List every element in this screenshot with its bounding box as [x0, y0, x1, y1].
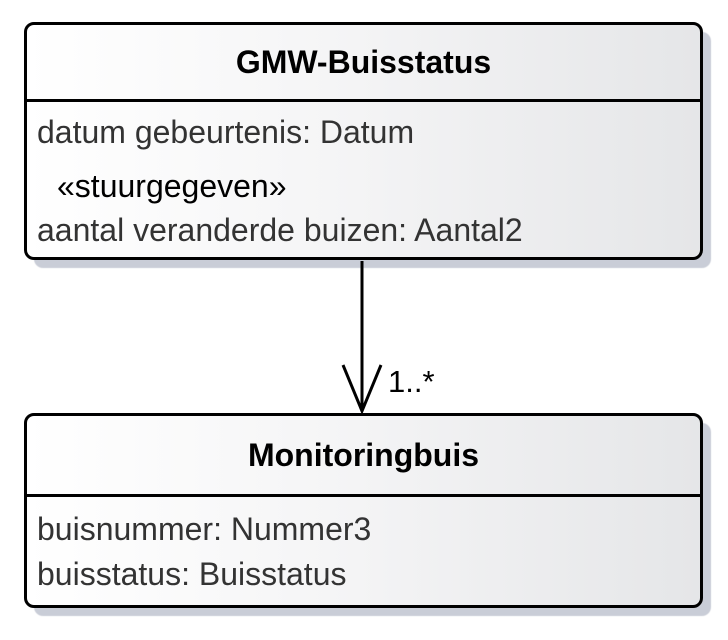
- class-box-gmw-buisstatus: GMW-Buisstatus datum gebeurtenis: Datum …: [24, 22, 703, 260]
- attribute-line: buisnummer: Nummer3: [37, 511, 372, 547]
- class-title: GMW-Buisstatus: [235, 43, 492, 80]
- class-title: Monitoringbuis: [247, 436, 480, 473]
- attribute-line: datum gebeurtenis: Datum: [37, 114, 415, 150]
- class-attributes-compartment: buisnummer: Nummer3 buisstatus: Buisstat…: [27, 497, 700, 597]
- class-header: GMW-Buisstatus: [27, 25, 700, 102]
- stereotype-label: «stuurgegeven»: [57, 168, 287, 204]
- attribute-line: buisstatus: Buisstatus: [37, 556, 347, 592]
- class-box-monitoringbuis: Monitoringbuis buisnummer: Nummer3 buiss…: [24, 413, 703, 608]
- class-header: Monitoringbuis: [27, 416, 700, 497]
- attribute-line: aantal veranderde buizen: Aantal2: [37, 212, 523, 248]
- multiplicity-label: 1..*: [388, 364, 435, 399]
- open-arrowhead-icon: [341, 364, 383, 414]
- class-attributes-compartment: datum gebeurtenis: Datum «stuurgegeven» …: [27, 102, 700, 252]
- association-connector: 1..*: [341, 261, 435, 414]
